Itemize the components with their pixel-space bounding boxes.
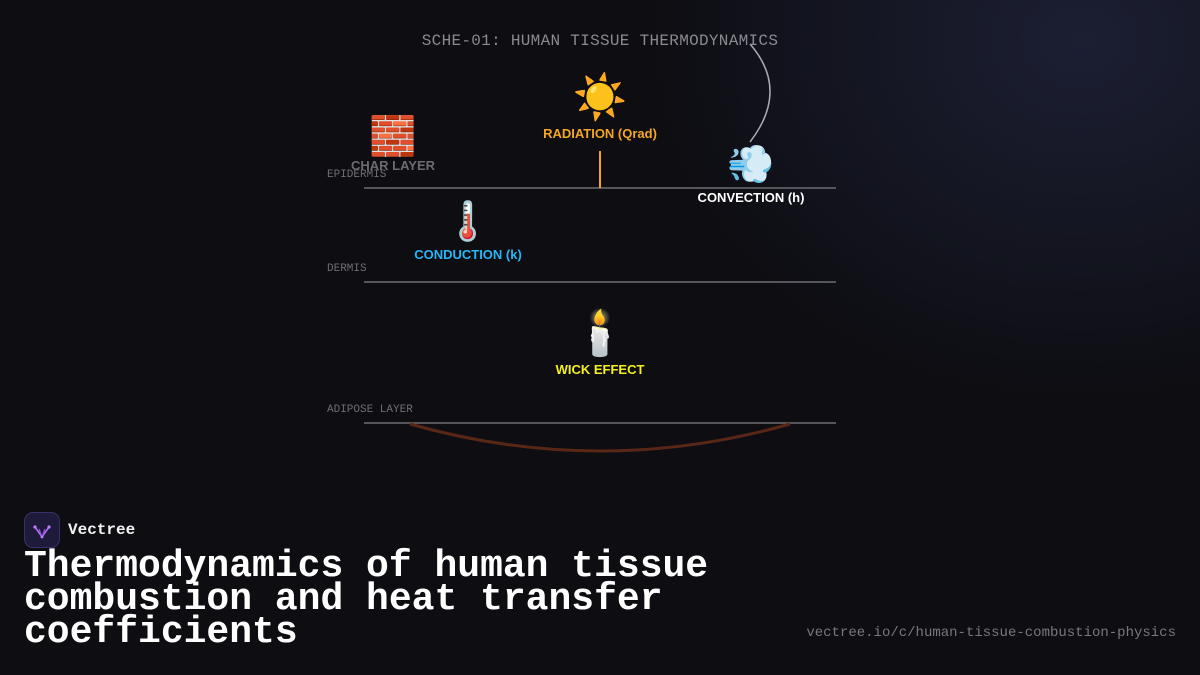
radiation-node: ☀️ RADIATION (Qrad) [543,73,657,142]
wind-icon: 💨 [727,144,775,186]
sun-icon: ☀️ [572,73,628,122]
wick-effect-node: 🕯️ WICK EFFECT [555,309,645,378]
vectree-logo-icon [24,512,60,548]
page-headline: Thermodynamics of human tissue combustio… [24,545,709,654]
conduction-label: CONDUCTION (k) [414,247,522,262]
char-layer-label: CHAR LAYER [350,158,436,173]
convection-node: 💨 CONVECTION (h) [698,144,805,205]
thermometer-icon: 🌡️ [444,201,492,243]
brand[interactable]: Vectree [24,512,135,548]
wick-effect-label: WICK EFFECT [555,362,645,377]
radiation-label: RADIATION (Qrad) [543,126,657,141]
layer-label-dermis: DERMIS [327,263,367,275]
schematic-title: SCHE-01: HUMAN TISSUE THERMODYNAMICS [421,32,779,50]
brand-name: Vectree [68,521,136,539]
adipose-melt-curve [409,422,791,453]
source-url[interactable]: vectree.io/c/human-tissue-combustion-phy… [806,625,1176,641]
candle-icon: 🕯️ [572,309,628,358]
char-layer-node: 🧱 CHAR LAYER [351,116,435,173]
brick-icon: 🧱 [369,116,417,158]
convection-label: CONVECTION (h) [697,190,805,205]
convection-flow-curve [749,43,771,143]
layer-label-adipose: ADIPOSE LAYER [327,404,413,416]
conduction-node: 🌡️ CONDUCTION (k) [414,201,522,262]
layer-label-epidermis: EPIDERMIS [327,169,387,181]
